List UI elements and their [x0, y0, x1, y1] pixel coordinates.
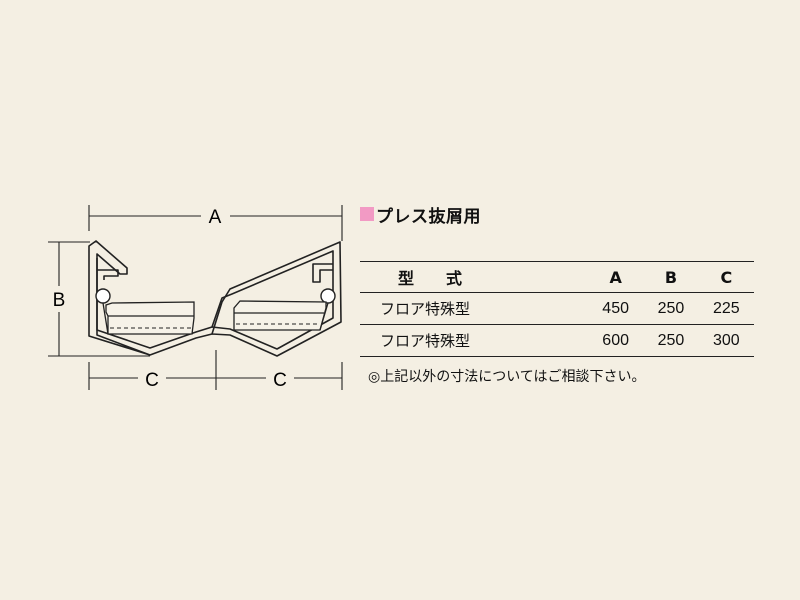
col-header-a: A: [587, 261, 644, 293]
col-header-model: 型 式: [360, 261, 588, 293]
left-rail-hook: [97, 269, 119, 280]
trough-inner-shell: [96, 250, 334, 350]
dim-c-right-label: C: [273, 370, 287, 391]
row-2-model: フロア特殊型: [360, 324, 588, 357]
spec-table: 型 式 A B C フロア特殊型 450 250 225 フロア特殊型 600 …: [360, 261, 754, 357]
pink-square-marker-icon: [360, 207, 374, 221]
row-1-c: 225: [698, 292, 754, 325]
dim-b-label: B: [53, 290, 66, 311]
section-title: プレス抜屑用: [360, 202, 481, 227]
row-1-a: 450: [587, 292, 644, 325]
col-header-c: C: [698, 261, 754, 293]
trough-cross-section-diagram: A B C C: [48, 205, 343, 391]
left-roller: [95, 288, 111, 304]
table-row: フロア特殊型 600 250 300: [360, 324, 754, 357]
right-pivot-arm: [319, 302, 329, 331]
right-roller: [320, 288, 336, 304]
table-row: フロア特殊型 450 250 225: [360, 292, 754, 325]
row-2-a: 600: [587, 324, 644, 357]
spec-header-row: 型 式 A B C: [360, 261, 754, 293]
right-chain-link: [233, 300, 327, 331]
dim-c-left-label: C: [145, 370, 159, 391]
left-chain-link: [105, 301, 195, 335]
col-header-b: B: [643, 261, 699, 293]
left-pivot-arm: [102, 302, 109, 335]
row-1-b: 250: [643, 292, 699, 325]
section-title-text: プレス抜屑用: [376, 206, 481, 227]
row-2-c: 300: [698, 324, 754, 357]
consultation-note: ◎上記以外の寸法についてはご相談下さい。: [368, 369, 646, 385]
right-rail-hook: [312, 263, 333, 283]
row-2-b: 250: [643, 324, 699, 357]
dim-a-label: A: [209, 207, 222, 228]
trough-outer-shell: [88, 240, 342, 357]
row-1-model: フロア特殊型: [360, 292, 588, 325]
